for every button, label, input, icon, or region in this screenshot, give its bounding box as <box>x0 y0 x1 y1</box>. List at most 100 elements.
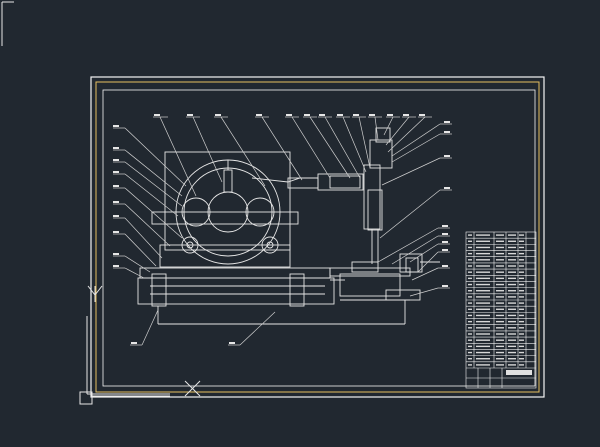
title-block-cell-text <box>508 314 516 317</box>
title-block-cell-text <box>476 302 490 304</box>
base-frame <box>137 277 335 305</box>
title-block-cell-text <box>519 246 524 249</box>
title-block-cell-text <box>476 320 490 323</box>
title-block-cell-text <box>496 265 504 267</box>
title-block-cell-text <box>508 358 516 360</box>
title-block-cell-text <box>508 265 516 267</box>
title-block-cell-text <box>476 345 490 348</box>
title-block-cell-text <box>496 314 504 317</box>
title-block-cell-text <box>476 351 490 354</box>
title-block-cell-text <box>519 358 524 360</box>
title-block-cell-text <box>519 345 524 348</box>
title-block-cell-text <box>476 277 490 280</box>
title-block-cell-text <box>496 234 504 236</box>
title-block-cell-text <box>519 296 524 298</box>
title-block-cell-text <box>476 259 490 261</box>
title-block-cell-text <box>468 277 472 280</box>
title-block-cell-text <box>496 290 504 292</box>
outer-border <box>90 76 545 398</box>
title-block-cell-text <box>508 283 516 286</box>
title-block <box>465 231 537 389</box>
title-block-cell-text <box>508 333 516 335</box>
title-block-cell-text <box>519 314 524 317</box>
title-block-cell-text <box>496 339 504 341</box>
title-block-cell-text <box>468 240 472 242</box>
title-block-cell-text <box>476 327 490 329</box>
title-block-cell-text <box>496 246 504 249</box>
title-block-drawing-name <box>506 370 532 375</box>
title-block-cell-text <box>476 234 490 236</box>
title-block-cell-text <box>476 283 490 286</box>
title-block-cell-text <box>496 351 504 354</box>
base-rail <box>139 267 331 279</box>
right-roller <box>245 197 275 227</box>
title-block-cell-text <box>519 327 524 329</box>
title-block-cell-text <box>468 302 472 304</box>
title-block-cell-text <box>496 308 504 310</box>
title-block-cell-text <box>496 302 504 304</box>
title-block-cell-text <box>468 296 472 298</box>
title-block-cell-text <box>496 252 504 255</box>
title-block-cell-text <box>476 265 490 267</box>
title-block-cell-text <box>508 234 516 236</box>
title-block-cell-text <box>496 259 504 261</box>
title-block-cell-text <box>476 308 490 310</box>
title-block-cell-text <box>508 259 516 261</box>
title-block-cell-text <box>508 296 516 298</box>
title-block-cell-text <box>468 345 472 348</box>
title-block-cell-text <box>508 364 516 366</box>
leader-lines <box>113 116 452 346</box>
title-block-cell-text <box>468 271 472 273</box>
title-block-cell-text <box>519 283 524 286</box>
balloon-labels <box>113 114 450 344</box>
left-bearing <box>181 236 199 254</box>
title-block-cell-text <box>468 320 472 323</box>
title-block-cell-text <box>508 327 516 329</box>
title-block-cell-text <box>476 240 490 242</box>
title-block-cell-text <box>519 290 524 292</box>
title-block-cell-text <box>468 234 472 236</box>
title-block-cell-text <box>496 345 504 348</box>
housing-flange <box>151 211 299 225</box>
title-block-cell-text <box>519 333 524 335</box>
title-block-cell-text <box>476 296 490 298</box>
title-block-cell-text <box>508 240 516 242</box>
title-block-cell-text <box>476 290 490 292</box>
title-block-cell-text <box>468 283 472 286</box>
title-block-cell-text <box>519 277 524 280</box>
title-block-cell-text <box>476 333 490 335</box>
title-block-cell-text <box>519 259 524 261</box>
title-block-cell-text <box>519 234 524 236</box>
title-block-cell-text <box>508 320 516 323</box>
title-block-cell-text <box>476 314 490 317</box>
title-block-cell-text <box>496 283 504 286</box>
right-bearing <box>261 236 279 254</box>
title-block-cell-text <box>519 364 524 366</box>
title-block-cell-text <box>508 290 516 292</box>
title-block-cell-text <box>496 271 504 273</box>
title-block-cell-text <box>519 339 524 341</box>
title-block-cell-text <box>468 364 472 366</box>
drawing-frame <box>90 76 545 398</box>
crosshair-cursor <box>184 380 201 397</box>
title-block-cell-text <box>496 296 504 298</box>
title-block-cell-text <box>468 333 472 335</box>
title-block-cell-text <box>496 320 504 323</box>
title-block-cell-text <box>468 314 472 317</box>
title-block-cell-text <box>476 364 490 366</box>
title-block-cell-text <box>468 265 472 267</box>
title-block-cell-text <box>519 351 524 354</box>
title-block-cell-text <box>496 240 504 242</box>
title-block-cell-text <box>468 351 472 354</box>
title-block-cell-text <box>508 252 516 255</box>
title-block-cell-text <box>476 358 490 360</box>
motor-head <box>369 139 393 169</box>
title-block-cell-text <box>468 290 472 292</box>
vertical-column <box>363 164 381 230</box>
title-block-cell-text <box>468 246 472 249</box>
title-block-border <box>465 231 537 389</box>
machine-assembly <box>137 127 440 325</box>
title-block-cell-text <box>468 308 472 310</box>
